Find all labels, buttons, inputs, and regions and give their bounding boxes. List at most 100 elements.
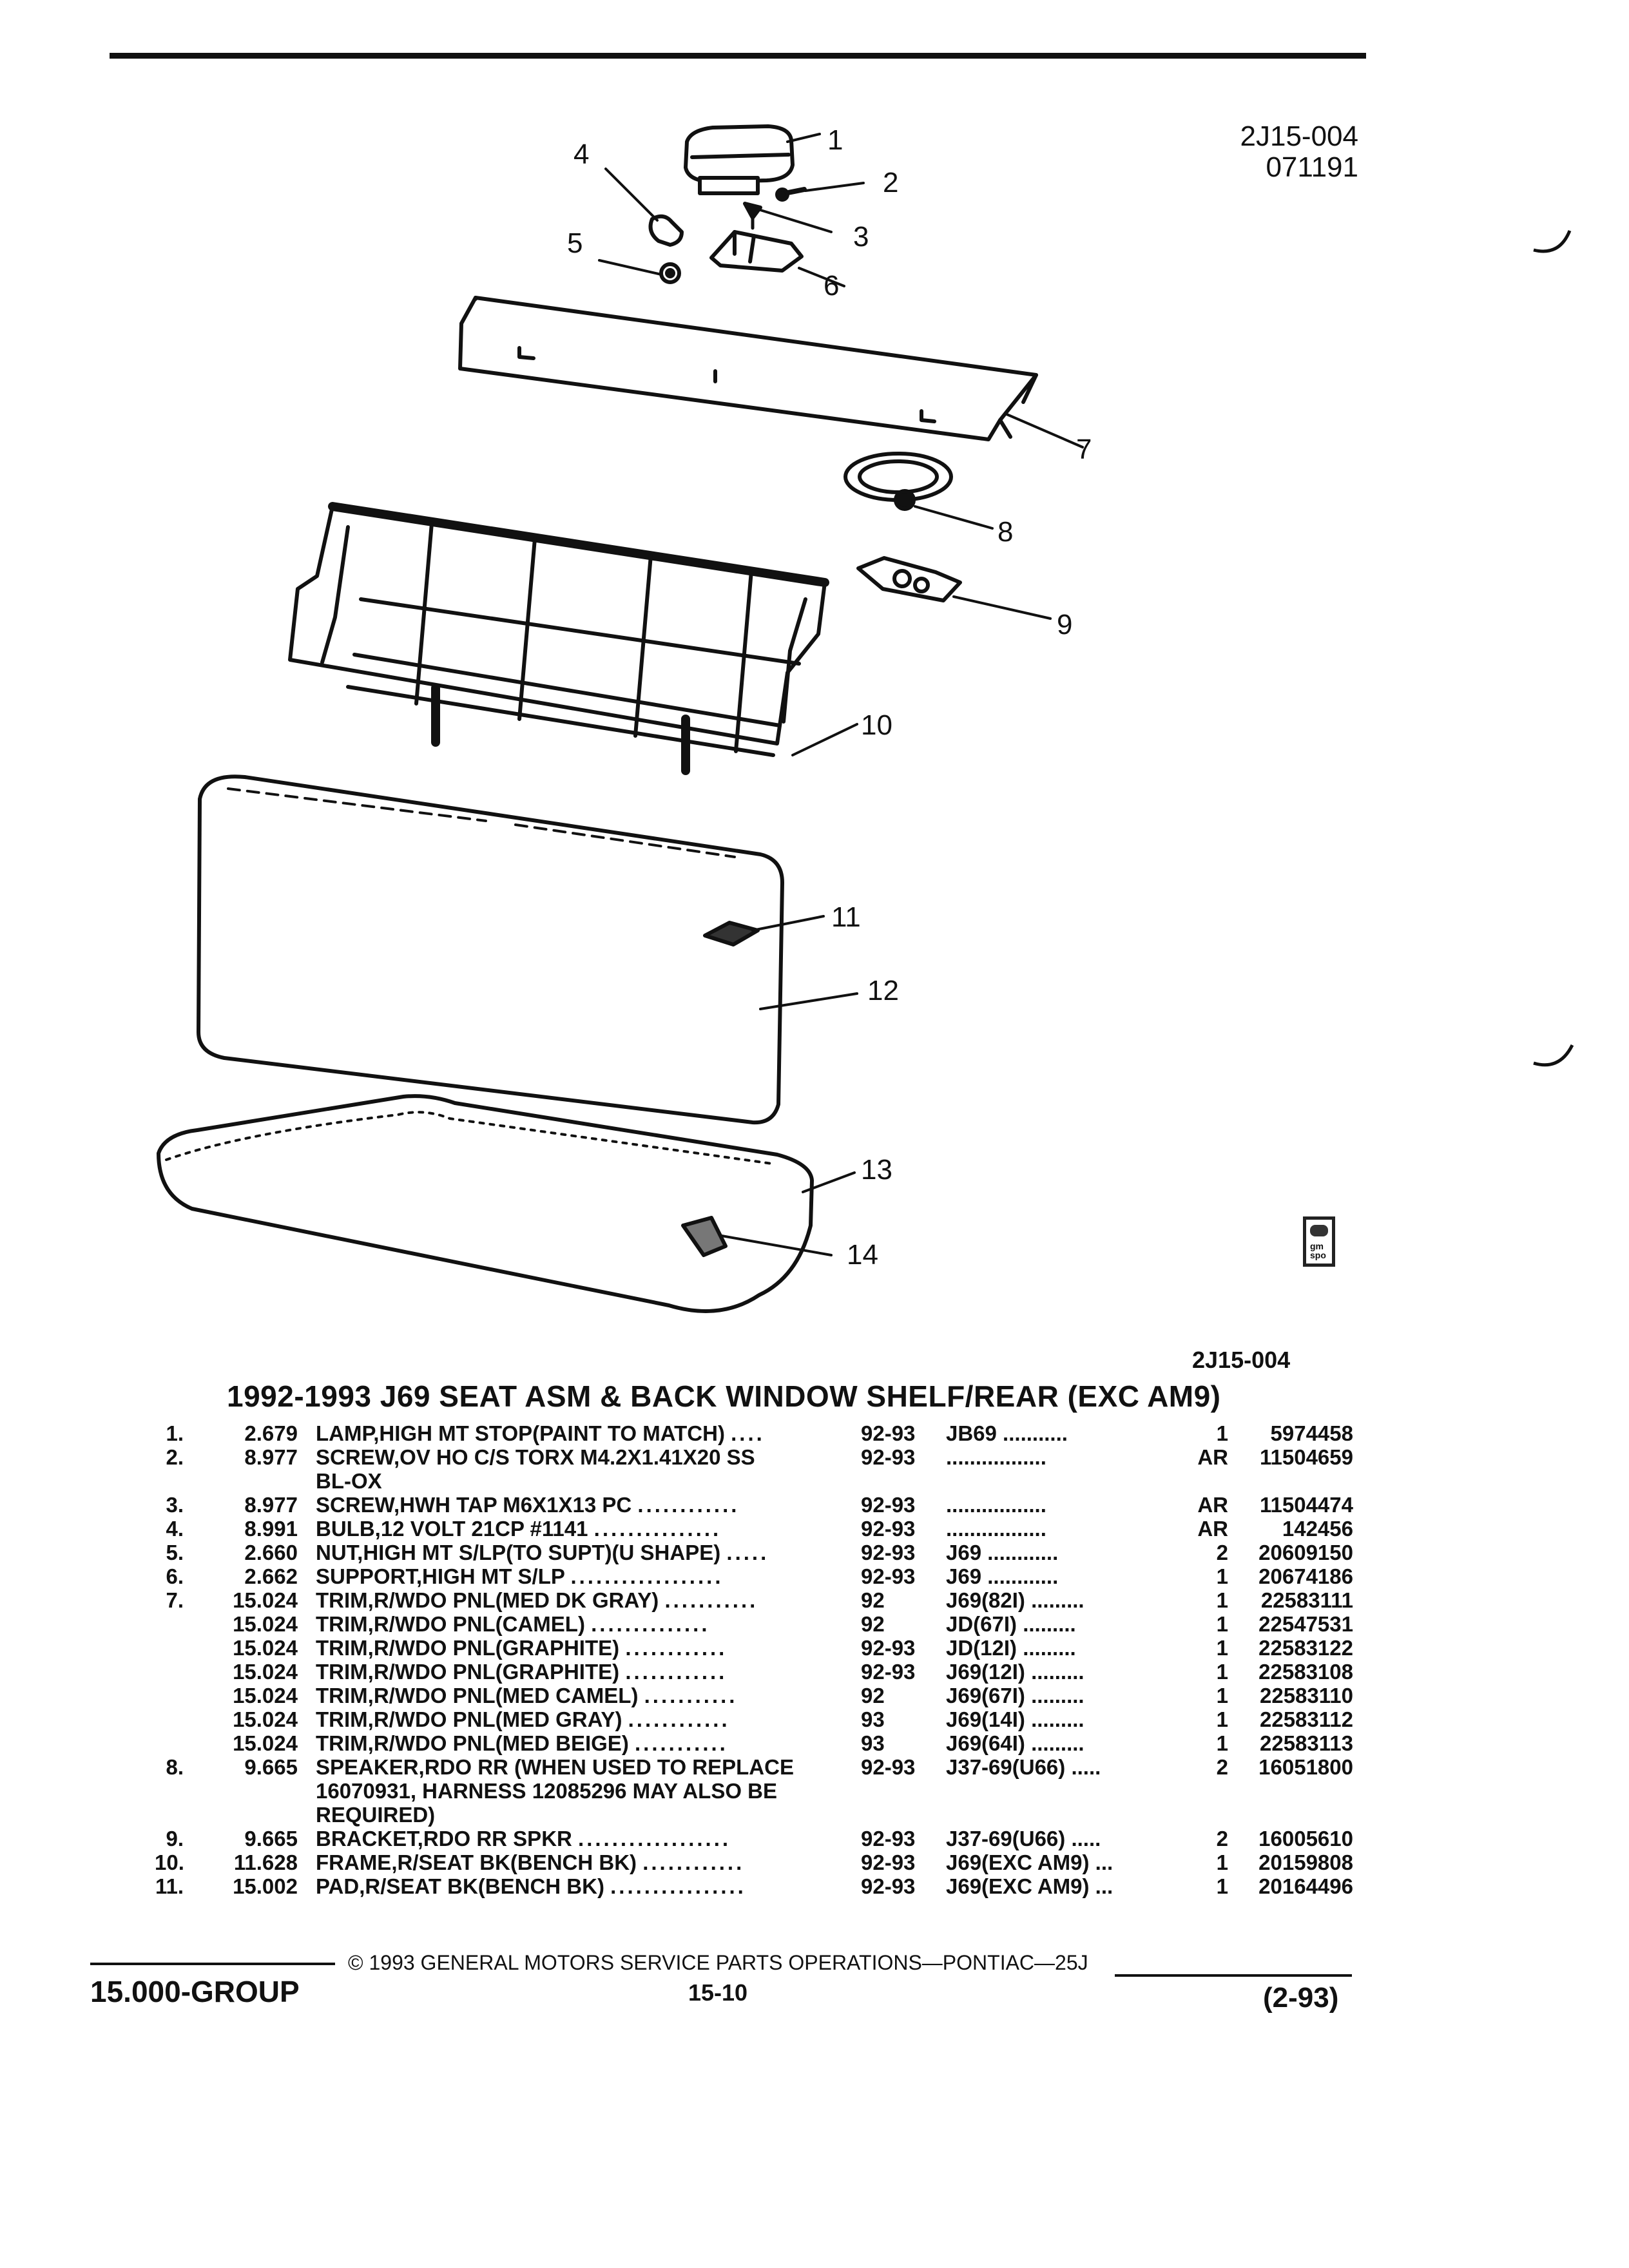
part-description: FRAME,R/SEAT BK(BENCH BK) ............ (316, 1850, 844, 1875)
part-number: 11504659 (1259, 1445, 1353, 1469)
part-description: TRIM,R/WDO PNL(CAMEL) .............. (316, 1612, 844, 1637)
part-detail: ,R/WDO PNL(MED CAMEL) (367, 1684, 639, 1707)
part-name: BULB (316, 1517, 375, 1541)
part-number: 22583110 (1259, 1684, 1353, 1707)
callout-6: 6 (824, 270, 839, 302)
group-code: 15.002 (233, 1874, 298, 1898)
item-number: 2. (166, 1445, 184, 1469)
callout-7: 7 (1076, 434, 1092, 465)
part-name: PAD (316, 1874, 360, 1898)
part-description: TRIM,R/WDO PNL(MED CAMEL) ........... (316, 1684, 844, 1708)
part-name: SCREW (316, 1445, 394, 1469)
part-description: SUPPORT,HIGH MT S/LP .................. (316, 1564, 844, 1589)
page-number: 15-10 (688, 1979, 748, 2006)
model-usage: J69 ............ (946, 1564, 1059, 1588)
leader-dots: ............... (593, 1517, 722, 1541)
callout-14: 14 (847, 1239, 878, 1271)
part-number: 20609150 (1258, 1541, 1353, 1564)
description-continuation: 16070931, HARNESS 12085296 MAY ALSO BE (316, 1779, 778, 1803)
model-usage: J69(14I) ......... (946, 1707, 1084, 1731)
part-detail: ,RDO RR (WHEN USED TO REPLACE (418, 1755, 794, 1779)
model-usage: J37-69(U66) ..... (946, 1827, 1101, 1850)
part-screw-3 (743, 202, 762, 230)
gm-spo-logo: gm spo (1303, 1216, 1335, 1267)
part-name: FRAME (316, 1850, 392, 1874)
leader-dots: .................. (570, 1564, 724, 1588)
callout-8: 8 (998, 516, 1013, 548)
model-usage: J37-69(U66) ..... (946, 1755, 1101, 1779)
group-code: 8.991 (244, 1517, 298, 1541)
part-detail: ,12 VOLT 21CP #1141 (374, 1517, 588, 1541)
leader-dots: ................ (610, 1874, 746, 1898)
part-number: 22583112 (1259, 1707, 1353, 1731)
part-screw-2 (775, 187, 807, 202)
leader-dots: ............ (625, 1660, 728, 1684)
item-number: 7. (166, 1588, 184, 1612)
part-name: LAMP (316, 1421, 374, 1445)
part-name: TRIM (316, 1660, 368, 1684)
model-years: 92-93 (861, 1421, 916, 1445)
part-cushion-label (681, 1216, 728, 1257)
group-code: 9.665 (244, 1755, 298, 1779)
callout-10: 10 (861, 709, 892, 741)
group-code: 2.660 (244, 1541, 298, 1564)
part-number: 22547531 (1258, 1612, 1353, 1636)
quantity: 1 (1216, 1660, 1228, 1684)
part-name: SPEAKER (316, 1755, 419, 1779)
part-name: TRIM (316, 1612, 368, 1636)
model-years: 93 (861, 1731, 885, 1755)
part-description: BRACKET,RDO RR SPKR .................. (316, 1827, 844, 1851)
parts-row-continuation: 16070931, HARNESS 12085296 MAY ALSO BE (0, 1779, 1629, 1803)
quantity: 2 (1216, 1541, 1228, 1564)
leader-dots: .................. (578, 1827, 731, 1850)
group-code: 8.977 (244, 1445, 298, 1469)
leader-dots: ............ (625, 1636, 728, 1660)
part-number: 142456 (1282, 1517, 1353, 1541)
item-number: 1. (166, 1421, 184, 1445)
quantity: 1 (1216, 1731, 1228, 1755)
part-detail: ,HIGH MT S/LP (416, 1564, 565, 1588)
part-description: SCREW,HWH TAP M6X1X13 PC ............ (316, 1493, 844, 1517)
model-years: 92-93 (861, 1660, 916, 1684)
model-years: 92 (861, 1684, 885, 1707)
leader-dots: .............. (591, 1612, 710, 1636)
part-detail: ,R/SEAT BK(BENCH BK) (391, 1850, 637, 1874)
part-speaker-bracket (856, 556, 962, 602)
item-number: 9. (166, 1827, 184, 1850)
model-years: 92 (861, 1588, 885, 1612)
part-number: 22583108 (1258, 1660, 1353, 1684)
group-code: 11.628 (233, 1850, 298, 1874)
model-usage: J69 ............ (946, 1541, 1059, 1564)
quantity: AR (1197, 1517, 1228, 1541)
part-number: 16005610 (1258, 1827, 1353, 1850)
group-code: 15.024 (233, 1636, 298, 1660)
part-seat-cushion (157, 1094, 814, 1313)
part-seat-back-pad (197, 774, 784, 1125)
model-usage: ................. (946, 1445, 1046, 1469)
callout-11: 11 (831, 901, 861, 933)
part-description: TRIM,R/WDO PNL(MED BEIGE) ........... (316, 1731, 844, 1756)
footer-rule-right (1115, 1974, 1352, 1977)
figure-reference: 2J15-004 071191 (1240, 121, 1358, 183)
part-detail: ,R/WDO PNL(GRAPHITE) (367, 1660, 620, 1684)
part-description: NUT,HIGH MT S/LP(TO SUPT)(U SHAPE) ..... (316, 1541, 844, 1565)
callout-1: 1 (827, 124, 843, 156)
model-years: 93 (861, 1707, 885, 1731)
model-years: 92-93 (861, 1755, 916, 1779)
quantity: 1 (1216, 1612, 1228, 1636)
quantity: 1 (1216, 1564, 1228, 1588)
model-years: 92-93 (861, 1827, 916, 1850)
part-name: TRIM (316, 1707, 368, 1731)
description-continuation: BL-OX (316, 1469, 382, 1493)
callout-13: 13 (861, 1154, 892, 1186)
callout-3: 3 (853, 221, 869, 253)
model-usage: J69(12I) ......... (946, 1660, 1084, 1684)
part-description: SPEAKER,RDO RR (WHEN USED TO REPLACE (316, 1755, 844, 1780)
